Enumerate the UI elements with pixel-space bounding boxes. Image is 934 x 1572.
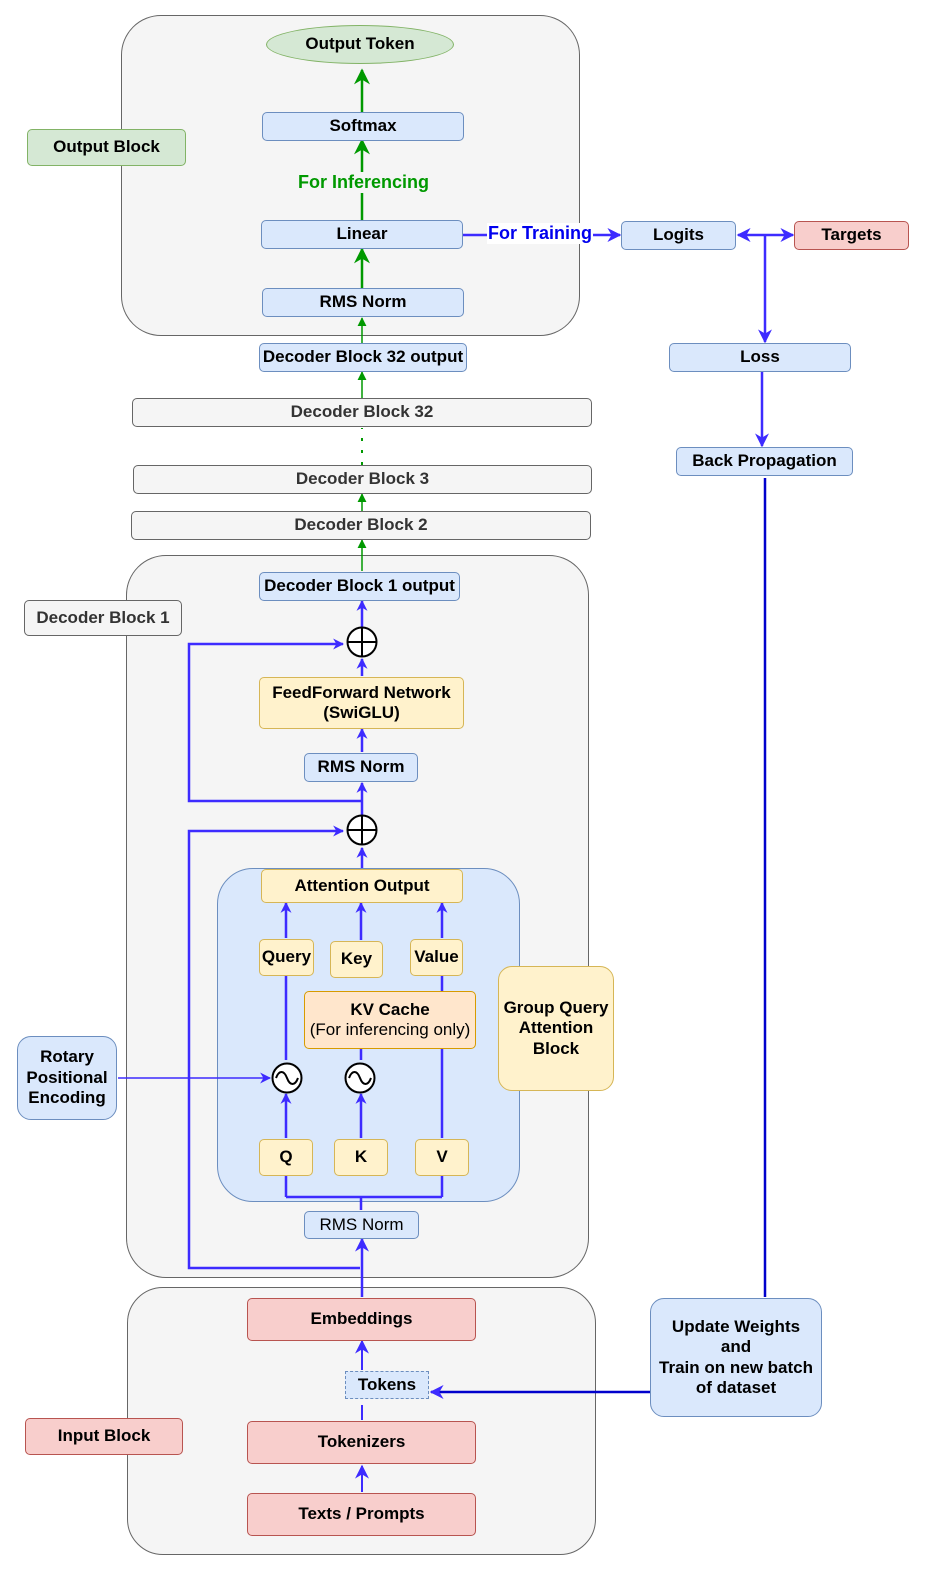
k-label: K — [354, 1147, 368, 1167]
output-block-label-node: Output Block — [27, 129, 186, 166]
v-node: V — [415, 1139, 469, 1176]
decoder-block-32-node: Decoder Block 32 — [132, 398, 592, 427]
q-node: Q — [259, 1139, 313, 1176]
rms-norm-top-label: RMS Norm — [319, 292, 407, 312]
k-node: K — [334, 1139, 388, 1176]
back-propagation-label: Back Propagation — [692, 451, 837, 471]
loss-node: Loss — [669, 343, 851, 372]
group-query-attention-label-node: Group Query Attention Block — [498, 966, 614, 1091]
attention-output-label: Attention Output — [294, 875, 430, 895]
output-token-label: Output Token — [305, 34, 415, 54]
back-propagation-node: Back Propagation — [676, 447, 853, 476]
input-block-label-node: Input Block — [25, 1418, 183, 1455]
update-line-1: Update Weights — [671, 1316, 801, 1336]
query-label: Query — [261, 947, 312, 967]
softmax-label: Softmax — [329, 116, 397, 136]
key-node: Key — [330, 941, 383, 978]
logits-label: Logits — [653, 225, 704, 245]
update-line-4: of dataset — [695, 1377, 777, 1397]
decoder-block-2-node: Decoder Block 2 — [131, 511, 591, 540]
update-weights-node: Update Weights and Train on new batch of… — [650, 1298, 822, 1417]
rope-line-1: Rotary — [40, 1047, 94, 1067]
decoder-block-1-output-node: Decoder Block 1 output — [259, 572, 460, 601]
decoder-block-3-label: Decoder Block 3 — [295, 469, 430, 489]
attention-output-node: Attention Output — [261, 869, 463, 903]
decoder-wiring — [118, 599, 448, 1492]
feedforward-network-node: FeedForward Network (SwiGLU) — [259, 677, 464, 729]
rms-norm-bottom-node: RMS Norm — [304, 1211, 419, 1239]
rotary-positional-encoding-node: Rotary Positional Encoding — [17, 1036, 117, 1120]
kv-cache-node: KV Cache (For inferencing only) — [304, 991, 476, 1049]
kv-cache-line-2: (For inferencing only) — [309, 1020, 471, 1039]
embeddings-label: Embeddings — [310, 1309, 413, 1329]
value-node: Value — [410, 939, 463, 976]
output-block-label: Output Block — [53, 137, 160, 157]
q-label: Q — [279, 1147, 293, 1167]
v-label: V — [436, 1147, 448, 1167]
decoder-block-3-node: Decoder Block 3 — [133, 465, 592, 494]
output-token-node: Output Token — [266, 25, 454, 64]
linear-node: Linear — [261, 220, 463, 249]
texts-prompts-node: Texts / Prompts — [247, 1493, 476, 1536]
decoder-block-1-label: Decoder Block 1 — [36, 607, 170, 627]
linear-label: Linear — [336, 224, 388, 244]
targets-node: Targets — [794, 221, 909, 250]
rms-norm-mid-node: RMS Norm — [304, 753, 418, 782]
decoder-block-32-label: Decoder Block 32 — [290, 402, 434, 422]
gqa-line-1: Group Query — [503, 997, 609, 1017]
embeddings-node: Embeddings — [247, 1298, 476, 1341]
for-training-label: For Training — [487, 223, 594, 244]
decoder-block-1-label-node: Decoder Block 1 — [24, 600, 182, 636]
tokens-label: Tokens — [357, 1374, 417, 1394]
update-line-3: Train on new batch — [659, 1357, 813, 1377]
for-inferencing-label: For Inferencing — [297, 172, 431, 193]
rms-norm-mid-label: RMS Norm — [317, 757, 405, 777]
targets-label: Targets — [821, 225, 882, 245]
feedforward-line-2: (SwiGLU) — [323, 703, 400, 722]
softmax-node: Softmax — [262, 112, 464, 141]
loss-label: Loss — [740, 347, 780, 367]
rms-norm-bottom-label: RMS Norm — [319, 1214, 404, 1234]
tokens-node: Tokens — [345, 1371, 429, 1399]
decoder-block-2-label: Decoder Block 2 — [294, 515, 428, 535]
key-label: Key — [340, 949, 373, 969]
rope-line-3: Encoding — [28, 1088, 106, 1108]
logits-node: Logits — [621, 221, 736, 250]
gqa-line-2: Attention — [518, 1018, 594, 1038]
decoder-block-1-output-label: Decoder Block 1 output — [264, 576, 455, 596]
tokenizers-label: Tokenizers — [317, 1432, 406, 1452]
kv-cache-line-1: KV Cache — [350, 999, 430, 1019]
value-label: Value — [414, 947, 459, 967]
decoder-block-32-output-node: Decoder Block 32 output — [259, 343, 467, 372]
tokenizers-node: Tokenizers — [247, 1421, 476, 1464]
feedforward-line-1: FeedForward Network — [272, 682, 451, 702]
rope-line-2: Positional — [26, 1067, 108, 1087]
decoder-block-32-output-label: Decoder Block 32 output — [262, 347, 464, 367]
gqa-line-3: Block — [532, 1038, 580, 1058]
update-line-2: and — [720, 1337, 752, 1357]
input-block-label: Input Block — [57, 1426, 151, 1446]
rotary-symbols — [271, 1062, 376, 1094]
add-symbols — [346, 626, 378, 846]
rms-norm-top-node: RMS Norm — [262, 288, 464, 317]
query-node: Query — [259, 939, 314, 976]
texts-prompts-label: Texts / Prompts — [298, 1504, 425, 1524]
